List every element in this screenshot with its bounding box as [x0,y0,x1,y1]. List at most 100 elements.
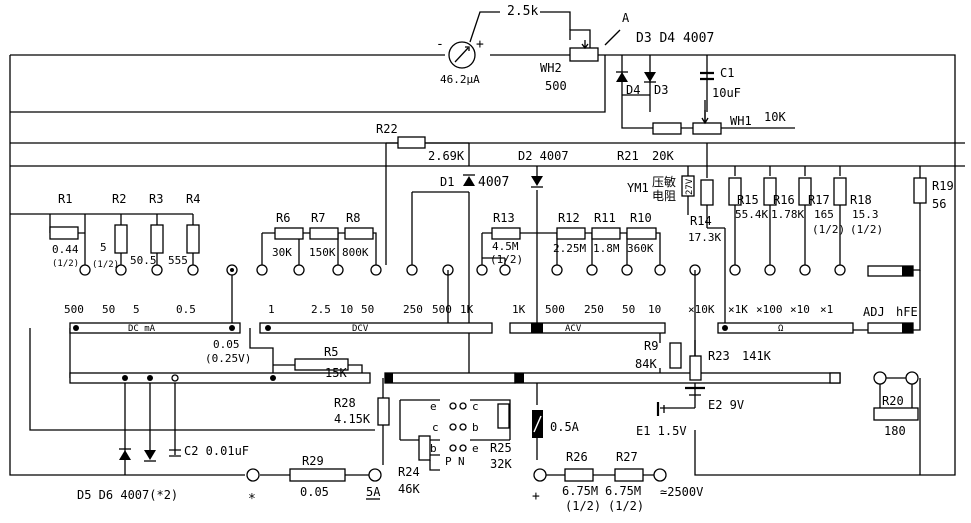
terminal [586,264,598,276]
r23-name: R23 [708,349,730,363]
diode-d2 [531,176,543,188]
r9: R9 84K [635,339,682,371]
wh2-name: WH2 [540,61,562,75]
d2-label: D2 4007 [518,149,569,163]
r22-name: R22 [376,122,398,136]
dcma-range-3: 0.5 [176,303,196,316]
r1: R1 0.44 (1/2) [49,192,79,269]
acv-switch-bar[interactable] [509,322,666,334]
r5-name: R5 [324,345,338,359]
r21-name: R21 [617,149,639,163]
asterisk-terminal-label: * [248,492,256,507]
d4-name: D4 [626,83,640,97]
terminal [256,264,268,276]
r20-name: R20 [882,394,904,408]
r26-value: 6.75M [562,484,598,498]
terminal [764,264,776,276]
terminal [332,264,344,276]
terminal [729,264,741,276]
r9-name: R9 [644,339,658,353]
acv-range-0: 1K [512,303,526,316]
battery-e1: E1 1.5V [636,402,687,438]
dcv-range-4: 250 [403,303,423,316]
r22-value: 2.69K [428,149,465,163]
r7: R7 150K [309,211,339,259]
r27-name: R27 [616,450,638,464]
e2-label: E2 9V [708,398,744,412]
dcv-range-1: 2.5 [311,303,331,316]
r9-value: 84K [635,357,657,371]
ohm-bar-label: Ω [778,324,784,334]
top-pot-value: 2.5k [507,4,538,19]
lower-switch-bar[interactable] [69,372,371,384]
meter-label: 46.2μA [440,73,480,86]
r27: R27 6.75M (1/2) [605,450,667,513]
diode-d5 [119,448,131,460]
r16-value: 1.78K [771,208,804,221]
dcv-range-6: 1K [460,303,474,316]
ym1-rating: 27V [685,178,695,195]
top-pot-wiper [469,11,571,43]
dcma-range-2: 5 [133,303,140,316]
c2-label: C2 0.01uF [184,444,249,458]
r4-name: R4 [186,192,200,206]
r26-power: (1/2) [565,499,601,513]
ohm-range-3: ×10 [790,303,810,316]
socket-c2: c [432,421,439,434]
e1-label: E1 1.5V [636,424,687,438]
dcv-range-3: 50 [361,303,374,316]
socket-b1: b [472,421,479,434]
diode-d3 [644,72,656,83]
r19-value: 56 [932,197,946,211]
r17-name: R17 [808,193,830,207]
r23-value: 141K [742,349,772,363]
socket-p: P [445,455,452,468]
r16: R16 1.78K [763,177,804,221]
ac-switch-bar[interactable] [514,372,841,384]
r21-value: 20K [652,149,674,163]
fuse-label: 0.5A [550,420,580,434]
r10-value: 360K [627,242,654,255]
d5d6-label: D5 D6 4007(*2) [77,488,178,502]
r6-value: 30K [272,246,292,259]
r20-value: 180 [884,424,906,438]
acv-range-2: 250 [584,303,604,316]
r12-value: 2.25M [553,242,586,255]
dcv-range-5: 500 [432,303,452,316]
r18-name: R18 [850,193,872,207]
r15-value: 55.4K [735,208,768,221]
terminal [115,264,127,276]
range-labels: 500 50 5 0.5 1 2.5 10 50 250 500 1K 1K 5… [64,303,918,319]
acv-range-4: 10 [648,303,661,316]
d3-name: D3 [654,83,668,97]
terminal [370,264,382,276]
r29-value: 0.05 [300,485,329,499]
r18: R18 15.3 (1/2) [833,177,883,236]
terminal [499,264,511,276]
r4: R4 555 [168,192,200,267]
r2: R2 5 (1/2) [92,192,128,270]
mid-switch-bar[interactable] [384,372,516,384]
dcma-switch-bar[interactable] [69,322,241,334]
r14: R14 17.3K [688,179,721,244]
r28-value: 4.15K [334,412,371,426]
r2-power: (1/2) [92,260,119,270]
wh2-value: 500 [545,79,567,93]
ohm-switch-bar[interactable] [717,322,854,334]
r8-name: R8 [346,211,360,225]
dcv-bar-label: DCV [352,324,369,334]
socket-b2: b [430,442,437,455]
terminal [551,264,563,276]
dcv-switch-bar[interactable] [259,322,493,334]
point-a: A [622,11,630,25]
c1-name: C1 [720,66,734,80]
r11: R11 1.8M [591,211,621,255]
ohm-range-2: ×100 [756,303,783,316]
point-a-arrow [604,29,621,46]
r28-name: R28 [334,396,356,410]
r16-name: R16 [773,193,795,207]
r17: R17 165 (1/2) [798,177,845,236]
r26: R26 6.75M (1/2) [533,450,601,513]
r29-name: R29 [302,454,324,468]
